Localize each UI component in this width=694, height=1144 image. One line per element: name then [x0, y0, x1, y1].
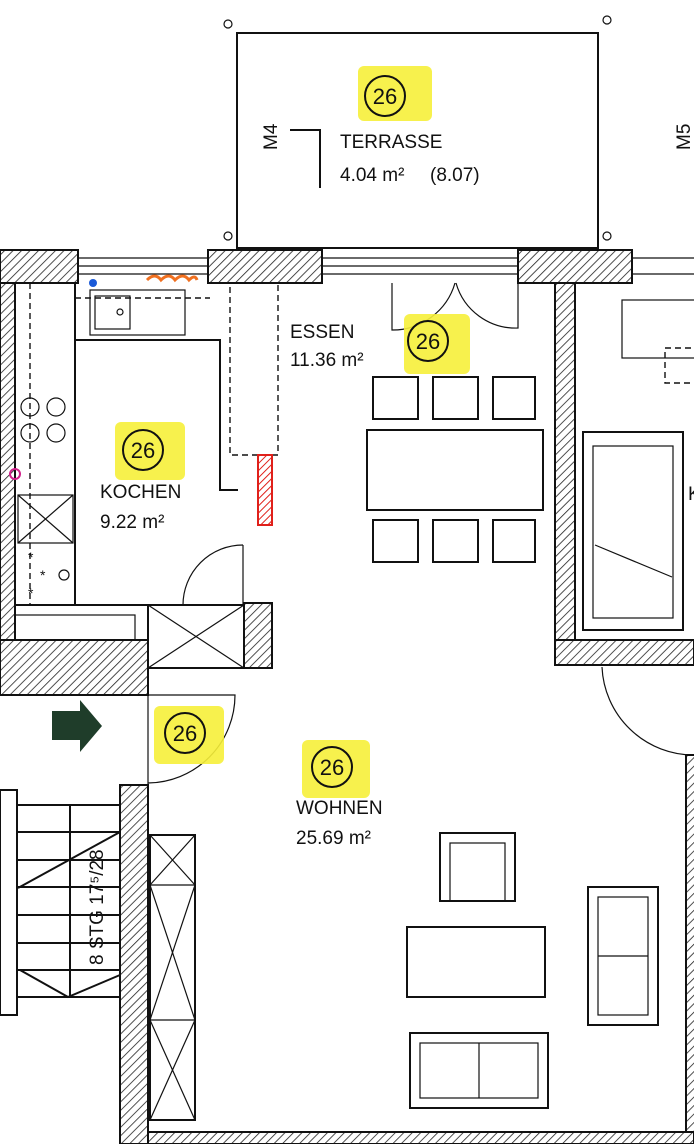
- dining-area: 26 ESSEN 11.36 m²: [290, 282, 544, 563]
- dining-table-icon: [366, 429, 544, 511]
- coffee-table-icon: [406, 926, 546, 998]
- adjacent-room: K: [582, 299, 694, 756]
- stairs-label: 8 STG 17⁵/28: [87, 849, 108, 965]
- annotation-pink-circle: [9, 468, 21, 480]
- entry: 26 8 STG 17⁵/28: [0, 694, 236, 1016]
- fridge-icon: [17, 494, 74, 544]
- room-badge: [364, 75, 406, 117]
- door-swing-icon: [148, 544, 244, 606]
- bed-icon: [582, 431, 684, 631]
- svg-text:*: *: [28, 585, 34, 601]
- living-room: 26 WOHNEN 25.69 m²: [149, 740, 659, 1121]
- dining-badge: 26: [416, 329, 440, 354]
- kitchen: * * * 26 KOCHEN 9.22 m²: [9, 274, 279, 669]
- armchair-icon: [439, 832, 516, 902]
- terrace: M4 M5 26 TERRASSE 4.04 m² (8.07): [223, 15, 694, 249]
- column-marker-icon: [223, 19, 233, 29]
- section-marker-m4: M4: [261, 123, 282, 150]
- annotation-orange-scribble: [145, 274, 199, 283]
- terrace-area-full: (8.07): [430, 165, 480, 186]
- living-area: 25.69 m²: [296, 828, 371, 849]
- column-marker-icon: [602, 231, 612, 241]
- annotation-red-mark: [257, 454, 273, 526]
- dining-area-value: 11.36 m²: [290, 350, 364, 371]
- annotation-blue-dot: [89, 279, 97, 287]
- column-marker-icon: [602, 15, 612, 25]
- right-room-name: K: [688, 484, 694, 505]
- stove-burner-icon: [20, 397, 40, 417]
- staircase: 8 STG 17⁵/28: [0, 789, 121, 1016]
- terrace-badge: 26: [373, 84, 397, 109]
- kitchen-area: 9.22 m²: [100, 512, 164, 533]
- terrace-area: 4.04 m²: [340, 165, 404, 186]
- terrace-name: TERRASSE: [340, 132, 442, 153]
- kitchen-badge: 26: [131, 438, 155, 463]
- door-swing-icon: [601, 666, 694, 756]
- column-marker-icon: [223, 231, 233, 241]
- dining-name: ESSEN: [290, 322, 354, 343]
- section-marker-m5: M5: [674, 124, 694, 150]
- wardrobe-icon: [149, 834, 196, 1121]
- living-badge: 26: [320, 755, 344, 780]
- svg-text:*: *: [40, 567, 46, 583]
- entrance-arrow-icon: [52, 700, 102, 752]
- kitchen-name: KOCHEN: [100, 482, 181, 503]
- entry-badge: 26: [173, 721, 197, 746]
- living-name: WOHNEN: [296, 798, 383, 819]
- sink-icon: [89, 289, 186, 336]
- chair-icon: [372, 376, 419, 420]
- appliance-icon: *: [28, 549, 34, 565]
